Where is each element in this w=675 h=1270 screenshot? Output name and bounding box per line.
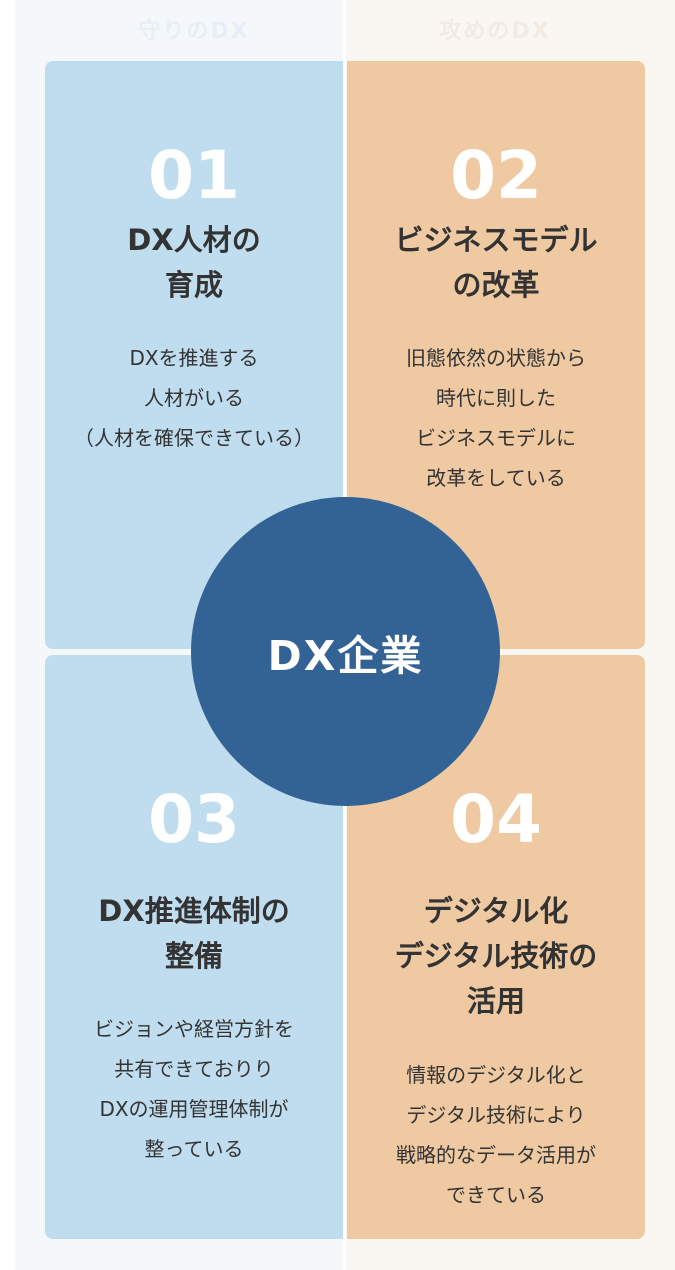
quadrant-02: 02 ビジネスモデル の改革 旧態依然の状態から 時代に則した ビジネスモデルに…: [347, 61, 645, 649]
quadrant-description: 旧態依然の状態から 時代に則した ビジネスモデルに 改革をしている: [347, 338, 645, 498]
quadrant-title: デジタル化 デジタル技術の 活用: [347, 889, 645, 1024]
title-line: DX人材の: [127, 223, 261, 257]
center-circle: DX企業: [191, 497, 500, 806]
quadrant-description: DXを推進する 人材がいる （人材を確保できている）: [45, 338, 343, 458]
desc-line: 情報のデジタル化と: [406, 1063, 586, 1087]
quadrant-title: DX人材の 育成: [45, 218, 343, 308]
title-line: の改革: [452, 268, 540, 302]
quadrant-title: ビジネスモデル の改革: [347, 218, 645, 308]
title-line: デジタル化: [423, 894, 569, 928]
title-line: 整備: [164, 939, 223, 973]
title-line: 育成: [164, 268, 223, 302]
desc-line: 旧態依然の状態から: [406, 346, 586, 370]
quadrant-number: 04: [450, 781, 542, 858]
quadrant-number: 01: [148, 137, 240, 214]
desc-line: DXの運用管理体制が: [99, 1097, 289, 1121]
center-label: DX企業: [267, 631, 424, 680]
desc-line: DXを推進する: [129, 346, 259, 370]
quadrant-number: 03: [148, 781, 240, 858]
desc-line: ビジョンや経営方針を: [94, 1017, 294, 1041]
quadrant-number: 02: [450, 137, 542, 214]
right-column-header: 攻めのDX: [439, 19, 551, 44]
desc-line: 整っている: [144, 1137, 244, 1161]
desc-line: できている: [446, 1183, 546, 1207]
desc-line: ビジネスモデルに: [416, 426, 576, 450]
desc-line: デジタル技術により: [406, 1103, 586, 1127]
desc-line: 戦略的なデータ活用が: [396, 1143, 596, 1167]
desc-line: 人材がいる: [144, 386, 244, 410]
quadrant-description: 情報のデジタル化と デジタル技術により 戦略的なデータ活用が できている: [347, 1055, 645, 1215]
title-line: デジタル技術の: [394, 939, 598, 973]
left-column-header: 守りのDX: [138, 19, 250, 44]
quadrant-description: ビジョンや経営方針を 共有できておりり DXの運用管理体制が 整っている: [45, 1009, 343, 1169]
desc-line: 時代に則した: [436, 386, 556, 410]
quadrant-03: 03 DX推進体制の 整備 ビジョンや経営方針を 共有できておりり DXの運用管…: [45, 655, 343, 1239]
desc-line: 改革をしている: [426, 466, 566, 490]
quadrant-title: DX推進体制の 整備: [45, 889, 343, 979]
title-line: ビジネスモデル: [394, 223, 598, 257]
desc-line: 共有できておりり: [114, 1057, 274, 1081]
desc-line: （人材を確保できている）: [74, 426, 314, 450]
title-line: 活用: [466, 984, 525, 1018]
title-line: DX推進体制の: [98, 894, 290, 928]
